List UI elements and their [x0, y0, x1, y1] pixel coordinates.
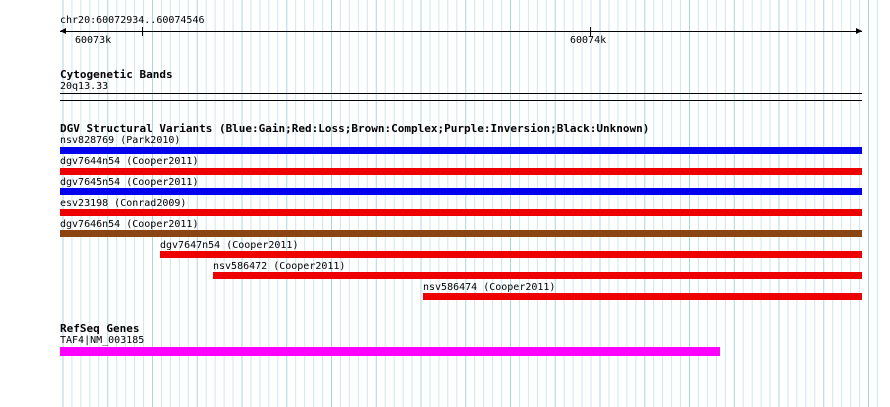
ruler-tick-label-right: 60074k — [570, 35, 607, 46]
variant-bar[interactable] — [423, 293, 862, 300]
ruler-right-arrow-icon — [856, 28, 862, 34]
ruler-line — [60, 31, 862, 32]
variant-label: nsv586474 (Cooper2011) — [423, 282, 556, 293]
variant-bar[interactable] — [60, 147, 862, 154]
variant-label: dgv7645n54 (Cooper2011) — [60, 177, 199, 188]
variant-bar[interactable] — [60, 168, 862, 175]
dgv-track-title: DGV Structural Variants (Blue:Gain;Red:L… — [60, 122, 650, 135]
refseq-track-title: RefSeq Genes — [60, 322, 140, 335]
variant-bar[interactable] — [160, 251, 862, 258]
ruler-tick-label-left: 60073k — [75, 35, 112, 46]
cytoband-label: 20q13.33 — [60, 81, 109, 92]
variant-label: esv23198 (Conrad2009) — [60, 198, 187, 209]
variant-label: dgv7647n54 (Cooper2011) — [160, 240, 299, 251]
variant-label: nsv828769 (Park2010) — [60, 135, 181, 146]
variant-label: dgv7644n54 (Cooper2011) — [60, 156, 199, 167]
cytoband-line-bottom — [60, 100, 862, 101]
gene-bar[interactable] — [60, 347, 720, 356]
gene-label: TAF4|NM_003185 — [60, 335, 145, 346]
ruler-left-arrow-icon — [60, 28, 66, 34]
cytoband-track-title: Cytogenetic Bands — [60, 68, 173, 81]
variant-label: dgv7646n54 (Cooper2011) — [60, 219, 199, 230]
ruler-tick-left — [142, 27, 143, 36]
variant-bar[interactable] — [213, 272, 862, 279]
variant-bar[interactable] — [60, 209, 862, 216]
variant-bar[interactable] — [60, 188, 862, 195]
cytoband-line-top — [60, 93, 862, 94]
variant-label: nsv586472 (Cooper2011) — [213, 261, 346, 272]
region-label: chr20:60072934..60074546 — [60, 15, 205, 26]
ruler-tick-right — [590, 27, 591, 36]
variant-bar[interactable] — [60, 230, 862, 237]
